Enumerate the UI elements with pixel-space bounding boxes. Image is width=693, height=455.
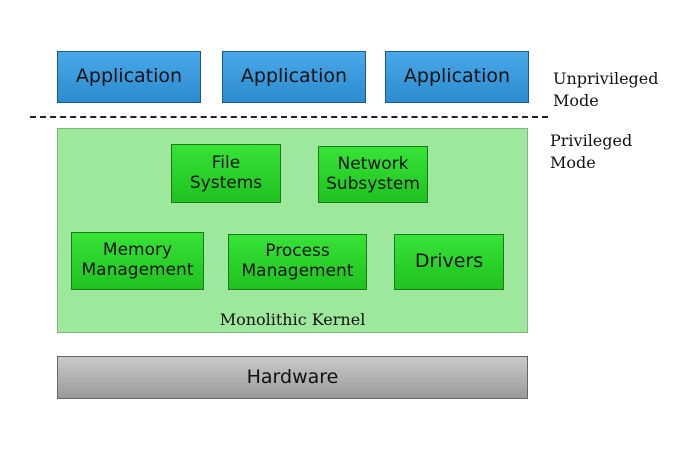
- monolithic-kernel-label: Monolithic Kernel: [219, 310, 366, 329]
- memory-management-line-1: Memory: [102, 240, 173, 261]
- file-systems-box: File Systems: [171, 144, 281, 203]
- unprivileged-mode-label: Unprivileged Mode: [553, 68, 659, 113]
- drivers-label: Drivers: [414, 250, 484, 273]
- application-box-2: Application: [222, 51, 366, 103]
- privilege-boundary-line: [30, 116, 548, 118]
- application-label: Application: [240, 65, 348, 88]
- process-management-line-2: Management: [241, 261, 354, 281]
- network-subsystem-line-1: Network: [337, 153, 409, 174]
- file-systems-line-1: File: [211, 152, 241, 173]
- hardware-label: Hardware: [246, 365, 339, 388]
- memory-management-box: Memory Management: [71, 232, 204, 290]
- drivers-box: Drivers: [394, 234, 504, 290]
- network-subsystem-box: Network Subsystem: [318, 146, 428, 203]
- privileged-mode-label: Privileged Mode: [550, 130, 632, 175]
- process-management-line-1: Process: [265, 241, 330, 262]
- memory-management-line-2: Management: [81, 260, 194, 280]
- privileged-mode-line-1: Privileged: [550, 131, 633, 150]
- application-box-3: Application: [385, 51, 529, 103]
- file-systems-line-2: Systems: [189, 172, 263, 193]
- process-management-label: Process Management: [242, 242, 354, 281]
- network-subsystem-label: Network Subsystem: [326, 153, 420, 194]
- network-subsystem-line-2: Subsystem: [326, 173, 420, 194]
- unprivileged-mode-line-2: Mode: [553, 91, 599, 111]
- process-management-box: Process Management: [228, 234, 367, 290]
- application-label: Application: [75, 65, 183, 88]
- application-box-1: Application: [57, 51, 201, 103]
- file-systems-label: File Systems: [189, 152, 263, 193]
- application-label: Application: [403, 65, 511, 88]
- monolithic-kernel-box: [57, 128, 528, 333]
- hardware-box: Hardware: [57, 356, 528, 399]
- memory-management-label: Memory Management: [82, 241, 194, 280]
- privileged-mode-line-2: Mode: [550, 153, 596, 173]
- unprivileged-mode-line-1: Unprivileged: [553, 69, 659, 88]
